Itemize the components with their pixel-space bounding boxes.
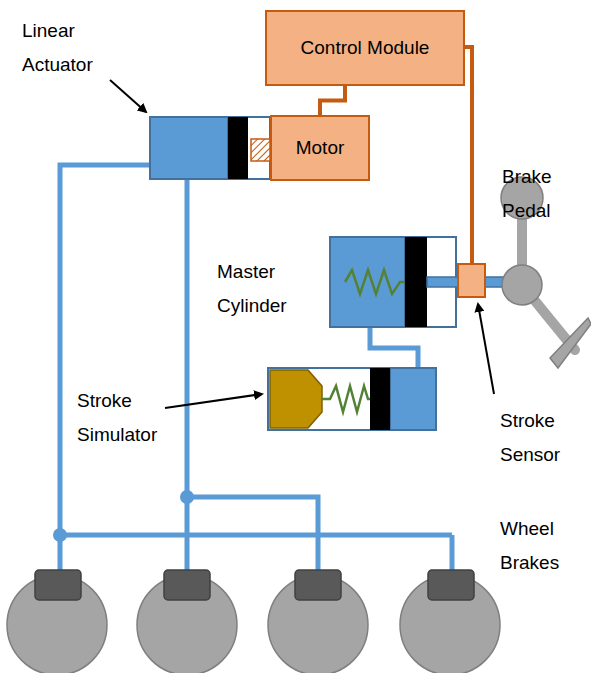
signal-wire — [320, 86, 345, 115]
part-label: Brake Pedal — [502, 160, 582, 228]
part-label: Stroke Sensor — [500, 404, 585, 472]
part-label: Wheel Brakes — [500, 512, 585, 580]
node-text: Motor — [296, 131, 345, 165]
part-label: Master Cylinder — [217, 255, 317, 323]
node-text: Control Module — [300, 31, 430, 65]
control-module-box: Control Module — [265, 10, 465, 86]
motor-box: Motor — [270, 115, 370, 181]
part-label: Linear Actuator — [22, 14, 122, 82]
part-label: Stroke Simulator — [77, 384, 177, 452]
